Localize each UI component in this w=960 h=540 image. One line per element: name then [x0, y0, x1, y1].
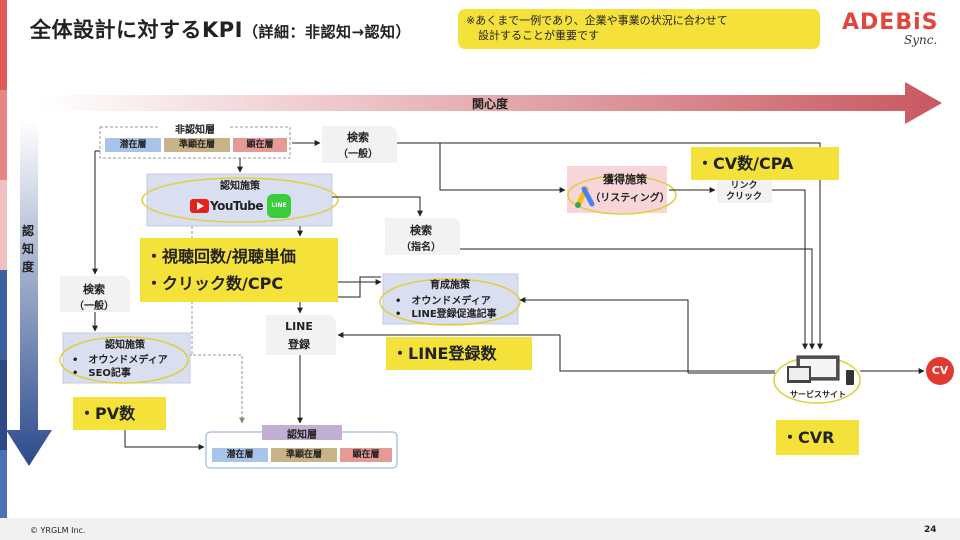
layer-explicit: 顕在層	[233, 138, 287, 152]
nurture-item-1: • オウンドメディア	[395, 296, 491, 307]
non-aware-title: 非認知層	[160, 121, 230, 136]
awareness-measures-2-item-1: • オウンドメディア	[72, 355, 168, 366]
awareness-measures-ellipse	[141, 177, 339, 223]
service-site-label: サービスサイト	[790, 390, 846, 399]
link-click-line1: リンク	[730, 181, 758, 191]
kpi-view-line: ・視聴回数/視聴単価	[146, 247, 296, 266]
link-click-line2: クリック	[725, 192, 762, 202]
awareness-measures-2-title: 認知施策	[105, 340, 145, 351]
page-title-paren: （詳細：非認知→認知）	[242, 23, 412, 41]
interest-label: 関心度	[472, 97, 509, 111]
brand-logo: ADEBiS Sync.	[842, 10, 952, 47]
strip-3	[0, 180, 7, 270]
line-register-box	[266, 315, 336, 355]
awareness-measures-title: 認知施策	[220, 181, 260, 192]
note-box: ※あくまで一例であり、企業や事業の状況に合わせて 設計することが重要です	[458, 9, 820, 49]
search-general-2-title: 検索	[83, 283, 105, 296]
youtube-play-icon	[197, 202, 204, 210]
aware-title-box	[262, 425, 342, 440]
search-named-sub: （指名）	[401, 242, 441, 253]
kpi-view: ・視聴回数/視聴単価 ・クリック数/CPC	[140, 238, 338, 302]
note-line-1: ※あくまで一例であり、企業や事業の状況に合わせて	[466, 14, 728, 27]
line-badge-text: LINE	[271, 202, 287, 209]
search-general-title: 検索	[347, 131, 369, 144]
kpi-cvr: ・CVR	[776, 420, 859, 455]
page-number: 24	[924, 525, 937, 535]
kpi-click-line: ・クリック数/CPC	[146, 274, 284, 293]
line-register-line2: 登録	[288, 338, 310, 351]
search-general-box	[322, 126, 397, 163]
strip-6	[0, 450, 7, 518]
note-line-2: 設計することが重要です	[478, 29, 599, 42]
cv-label: CV	[931, 364, 949, 377]
nurture-box	[382, 273, 519, 325]
cv-circle	[926, 357, 954, 385]
awareness-arrow	[6, 120, 52, 466]
search-general-sub: （一般）	[338, 149, 378, 160]
logo-text: ADEBiS	[842, 10, 939, 35]
awareness-label-3: 度	[22, 260, 35, 274]
line-icon	[267, 194, 291, 218]
youtube-wordmark: YouTube	[210, 199, 264, 213]
kpi-cv-cpa: ・CV数/CPA	[691, 147, 839, 180]
awareness-label-2: 知	[22, 242, 35, 256]
nurture-item-2: • LINE登録促進記事	[395, 309, 497, 320]
nurture-title: 育成施策	[430, 280, 470, 291]
line-register-line1: LINE	[285, 320, 313, 333]
search-named-box	[385, 218, 460, 255]
kpi-line-count: ・LINE登録数	[386, 337, 532, 370]
awareness-measures-2-item-2: • SEO記事	[72, 368, 131, 379]
page-title: 全体設計に対するKPI（詳細：非認知→認知）	[30, 18, 412, 42]
phone-icon	[846, 370, 854, 385]
layer-semi: 準顕在層	[164, 138, 230, 152]
aware-layer-explicit: 顕在層	[340, 448, 392, 462]
search-named-title: 検索	[410, 224, 432, 237]
search-general-2-sub: （一般）	[74, 301, 114, 312]
acquisition-sub: （リスティング）	[590, 193, 670, 204]
strip-4	[0, 270, 7, 360]
awareness-label-1: 認	[22, 224, 35, 238]
aware-title: 認知層	[287, 430, 317, 441]
strip-5	[0, 360, 7, 450]
copyright: © YRGLM Inc.	[30, 526, 86, 535]
search-general-2-box	[60, 276, 130, 312]
acquisition-ellipse	[567, 175, 677, 215]
strip-2	[0, 90, 7, 180]
acquisition-title: 獲得施策	[603, 173, 647, 186]
interest-arrow	[40, 82, 942, 124]
kpi-pv: ・PV数	[73, 397, 166, 430]
link-click-box	[717, 177, 772, 203]
aware-layer-semi: 準顕在層	[271, 448, 337, 462]
awareness-measures-2-ellipse	[59, 336, 189, 384]
aware-layer-latent: 潜在層	[212, 448, 268, 462]
logo-sub: Sync.	[904, 33, 938, 47]
footer-bar	[0, 518, 960, 540]
layer-latent: 潜在層	[105, 138, 161, 152]
strip-1	[0, 0, 7, 90]
